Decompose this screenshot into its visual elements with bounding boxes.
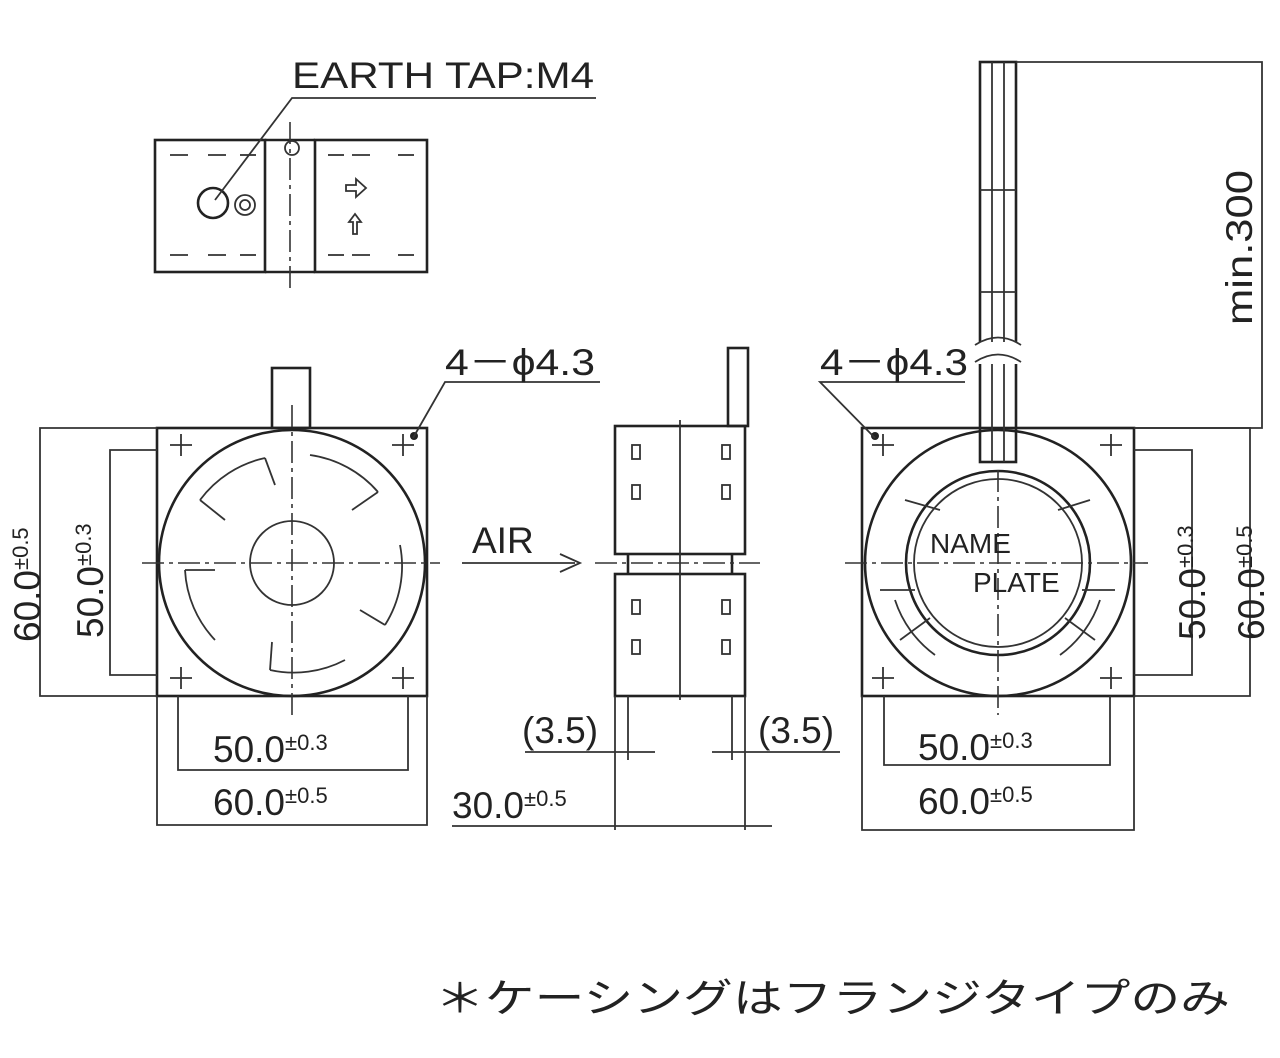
front-outer-width-dim: 60.0±0.5 [213, 782, 328, 823]
min-length-dim: min.300 [1219, 170, 1260, 325]
front-view [142, 366, 600, 715]
top-view [153, 97, 596, 290]
svg-text:60.0±0.5: 60.0±0.5 [1231, 525, 1272, 640]
casing-footnote: ＊ケーシングはフランジタイプのみ [435, 976, 1230, 1022]
svg-text:min.300: min.300 [1219, 170, 1260, 325]
name-plate-line1: NAME [930, 528, 1011, 559]
rear-outer-width-dim: 60.0±0.5 [918, 781, 1033, 822]
front-holes-label: 4－ϕ4.3 [445, 342, 595, 383]
front-inner-width-dim: 50.0±0.3 [213, 729, 328, 770]
side-flange-right-dim: (3.5) [758, 710, 834, 751]
air-arrow [462, 553, 583, 573]
side-depth-dim: 30.0±0.5 [452, 785, 567, 826]
side-view [452, 346, 840, 830]
front-outer-height-dim: 60.0±0.5 [7, 527, 48, 642]
rear-outer-height-dim: 60.0±0.5 [1231, 525, 1272, 640]
earth-tap-hole [196, 186, 230, 220]
rear-holes-label: 4－ϕ4.3 [820, 342, 968, 383]
earth-tap-label: EARTH TAP:M4 [292, 55, 594, 96]
front-dimension-lines [39, 427, 428, 826]
side-flange-left-dim: (3.5) [522, 710, 598, 751]
rear-view [817, 60, 1263, 715]
air-label: AIR [472, 520, 534, 561]
front-inner-height-dim: 50.0±0.3 [70, 523, 111, 638]
rear-dimension-lines [861, 427, 1251, 831]
rear-inner-height-dim: 50.0±0.3 [1172, 525, 1213, 640]
rear-inner-width-dim: 50.0±0.3 [918, 727, 1033, 768]
svg-text:50.0±0.3: 50.0±0.3 [70, 523, 111, 638]
svg-text:60.0±0.5: 60.0±0.5 [7, 527, 48, 642]
svg-text:50.0±0.3: 50.0±0.3 [1172, 525, 1213, 640]
name-plate-line2: PLATE [973, 567, 1060, 598]
